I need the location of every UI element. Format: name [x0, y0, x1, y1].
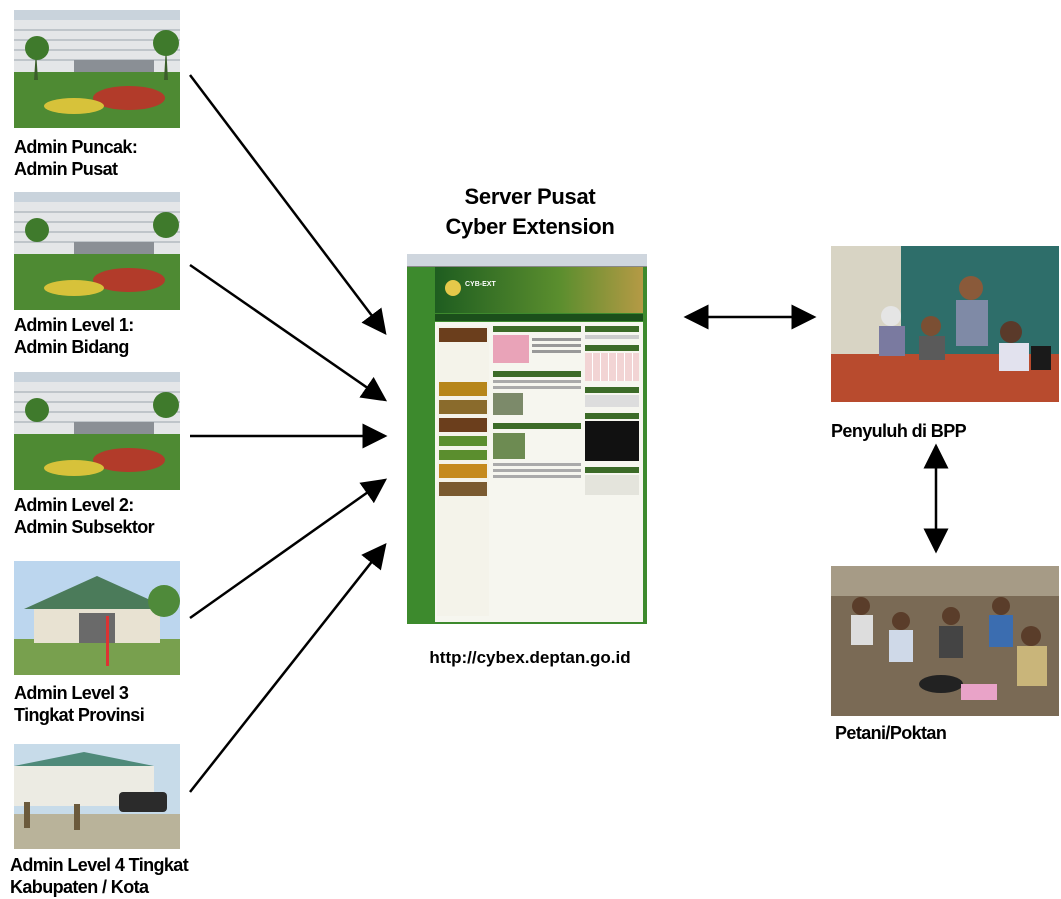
admin-bidang-label-line1: Admin Level 1:	[14, 315, 134, 335]
admin-kabupaten-photo	[14, 744, 180, 849]
petani-photo	[831, 566, 1059, 716]
admin-kabupaten-label-line2: Kabupaten / Kota	[10, 877, 149, 897]
admin-bidang-photo	[14, 192, 180, 310]
admin-provinsi-label-line2: Tingkat Provinsi	[14, 705, 145, 725]
browser-bar	[407, 254, 647, 267]
arrow-admin-provinsi	[189, 478, 388, 620]
arrow-admin-pusat	[189, 74, 387, 335]
penyuluh-photo	[831, 246, 1059, 402]
server-title-line2: Cyber Extension	[445, 214, 615, 239]
admin-subsektor-label-line1: Admin Level 2:	[14, 495, 134, 515]
server-title-line1: Server Pusat	[464, 184, 596, 209]
admin-provinsi-photo	[14, 561, 180, 675]
arrow-admin-kabupaten	[189, 543, 387, 793]
admin-pusat-label-line2: Admin Pusat	[14, 159, 118, 179]
website-screenshot: CYB-EXT	[407, 254, 647, 624]
admin-subsektor-label-line2: Admin Subsektor	[14, 517, 155, 537]
arrow-admin-bidang	[189, 263, 388, 402]
site-main-column	[493, 326, 581, 616]
site-left-column	[437, 326, 489, 616]
site-logo	[445, 280, 461, 296]
admin-provinsi-label-line1: Admin Level 3	[14, 683, 129, 703]
admin-pusat-photo	[14, 10, 180, 128]
admin-kabupaten-label-line1: Admin Level 4 Tingkat	[10, 855, 189, 875]
site-header	[435, 267, 643, 313]
penyuluh-label: Penyuluh di BPP	[831, 421, 967, 441]
site-logo-text: CYB-EXT	[465, 281, 496, 288]
server-url: http://cybex.deptan.go.id	[429, 648, 631, 667]
admin-pusat-label-line1: Admin Puncak:	[14, 137, 138, 157]
site-right-column	[585, 326, 639, 616]
site-nav	[435, 314, 643, 321]
admin-bidang-label-line2: Admin Bidang	[14, 337, 129, 357]
admin-subsektor-photo	[14, 372, 180, 490]
petani-label: Petani/Poktan	[835, 723, 947, 743]
